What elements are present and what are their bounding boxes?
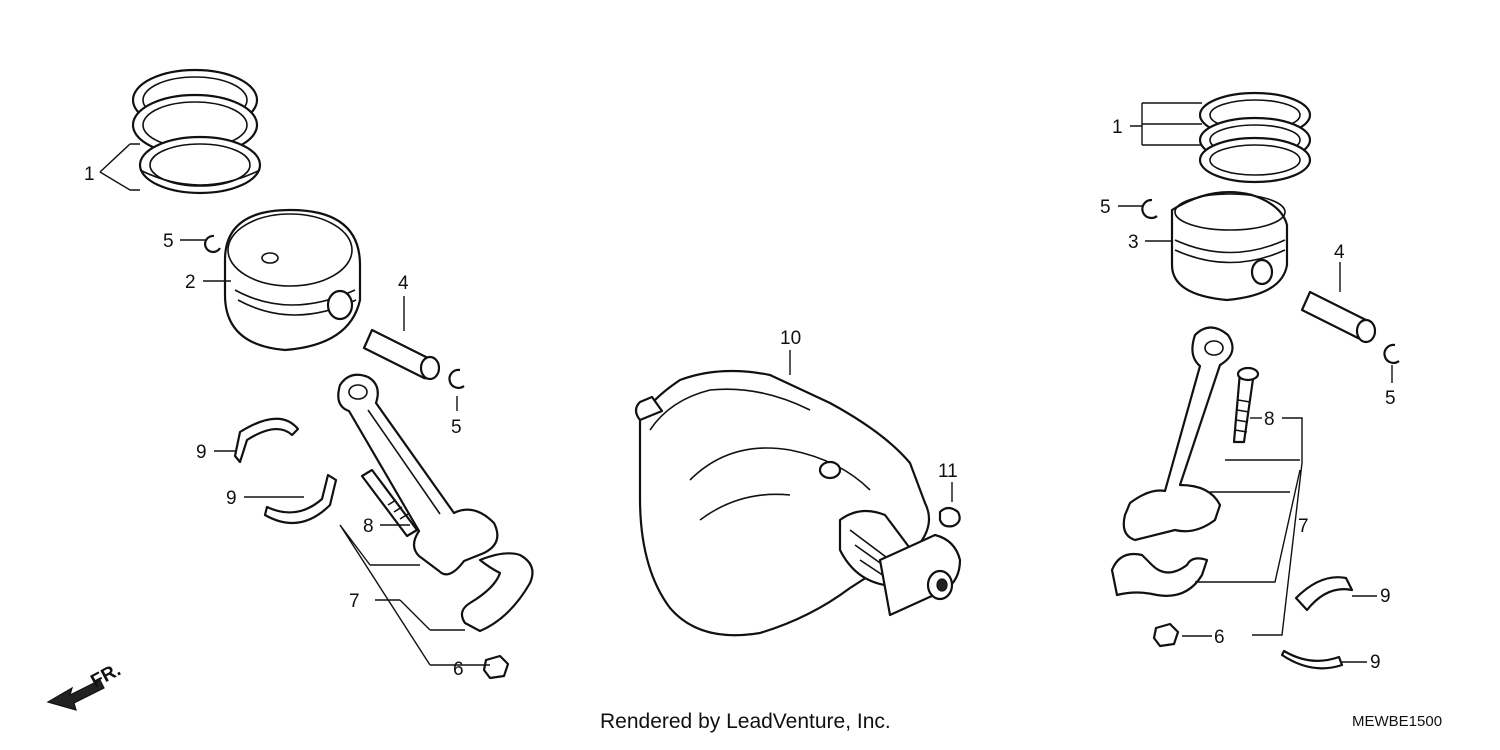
nut-left[interactable] (482, 654, 510, 680)
leader-lines (99, 102, 1393, 666)
callout-6-left: 6 (453, 659, 464, 680)
callout-2: 2 (185, 272, 196, 293)
callout-5-right-upper: 5 (1100, 197, 1111, 218)
callout-labels: 1 5 2 4 5 9 9 8 7 6 10 11 1 5 3 4 5 8 7 … (84, 117, 1396, 680)
pin-clip-left-upper[interactable] (204, 234, 221, 254)
crankshaft[interactable] (634, 369, 962, 637)
callout-8-right: 8 (1264, 409, 1275, 430)
callout-7-left: 7 (349, 591, 360, 612)
callout-9-left-upper: 9 (196, 442, 207, 463)
bearing-left-upper[interactable] (233, 417, 300, 464)
callout-10: 10 (780, 328, 801, 349)
pin-clip-left-lower[interactable] (448, 368, 465, 389)
callout-1-right: 1 (1112, 117, 1123, 138)
bolt-right[interactable] (1232, 366, 1260, 444)
nut-right[interactable] (1152, 622, 1180, 648)
piston-right[interactable] (1170, 191, 1289, 302)
callout-6-right: 6 (1214, 627, 1225, 648)
front-direction-arrow (46, 679, 105, 711)
callout-9-right-upper: 9 (1380, 586, 1391, 607)
bearing-right-lower[interactable] (1280, 649, 1344, 670)
callout-8-left: 8 (363, 516, 374, 537)
bearing-left-lower[interactable] (263, 473, 338, 525)
callout-5-left-upper: 5 (163, 231, 174, 252)
diagram-code: MEWBE1500 (1352, 713, 1443, 730)
callout-4-left: 4 (398, 273, 409, 294)
callout-5-right-lower: 5 (1385, 388, 1396, 409)
rod-cap-left[interactable] (460, 552, 534, 633)
rod-cap-right[interactable] (1110, 552, 1209, 597)
callout-1-left: 1 (84, 164, 95, 185)
piston-rings-left[interactable] (131, 68, 262, 195)
bolt-left[interactable] (360, 468, 419, 538)
callout-5-left-lower: 5 (451, 417, 462, 438)
piston-rings-right[interactable] (1198, 91, 1312, 184)
connecting-rod-left[interactable] (337, 373, 499, 576)
callout-4-right: 4 (1334, 242, 1345, 263)
callout-9-right-lower: 9 (1370, 652, 1381, 673)
credit-text: Rendered by LeadVenture, Inc. (600, 710, 891, 733)
callout-3: 3 (1128, 232, 1139, 253)
callout-11: 11 (938, 461, 958, 482)
piston-pin-right[interactable] (1300, 290, 1377, 344)
callout-7-right: 7 (1298, 516, 1309, 537)
piston-left[interactable] (223, 208, 362, 352)
callout-9-left-lower: 9 (226, 488, 237, 509)
connecting-rod-right[interactable] (1122, 326, 1234, 542)
piston-pin-left[interactable] (362, 328, 441, 381)
pin-clip-right-upper[interactable] (1141, 198, 1158, 220)
pin-clip-right-lower[interactable] (1383, 343, 1400, 364)
woodruff-key[interactable] (938, 506, 961, 528)
bearing-right-upper[interactable] (1294, 576, 1354, 612)
